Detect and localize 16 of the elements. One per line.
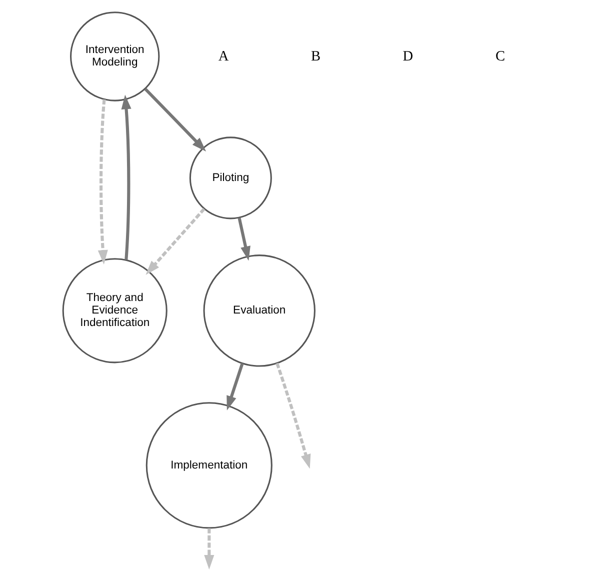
arrow — [121, 94, 132, 260]
arrow — [276, 362, 311, 469]
label: C — [495, 48, 506, 64]
arrow — [204, 528, 214, 570]
arrow — [226, 362, 244, 410]
arrow — [144, 88, 206, 152]
label: D — [402, 48, 414, 64]
arrow — [146, 208, 206, 275]
node-circle: Implementation — [146, 402, 272, 529]
node-circle: Intervention Modeling — [70, 12, 160, 102]
label: B — [310, 48, 321, 64]
arrow — [238, 218, 250, 261]
arrow — [98, 99, 108, 264]
node-circle: Theory and Evidence Indentification — [62, 258, 168, 364]
node-circle: Evaluation — [203, 254, 316, 367]
label: A — [218, 48, 229, 64]
